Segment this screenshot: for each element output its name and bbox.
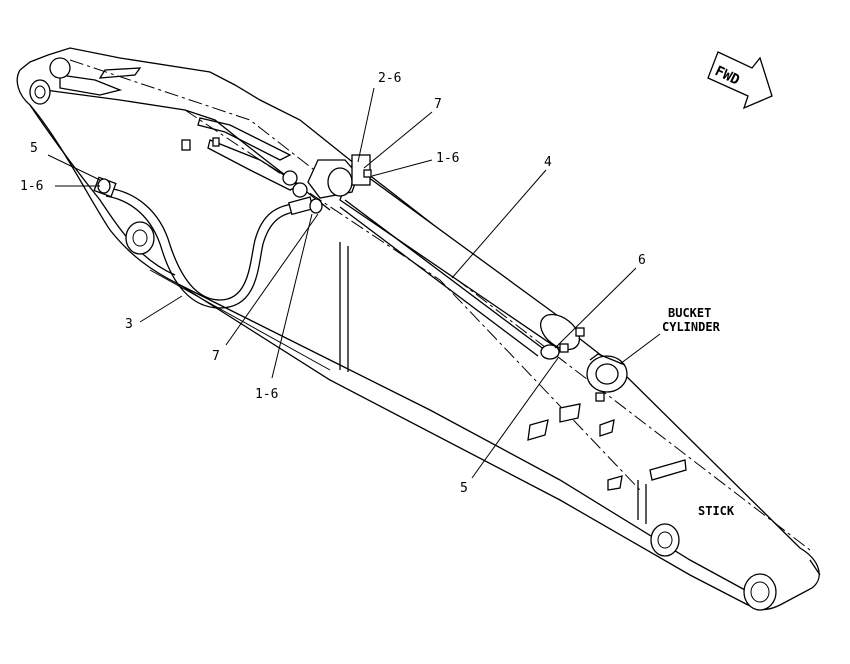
callout-2-6: 2-6 [378, 71, 401, 86]
callout-1-6-bottom: 1-6 [255, 387, 278, 402]
callout-1-6-top: 1-6 [436, 151, 459, 166]
bucket-cylinder [282, 154, 628, 402]
leader-lines [47, 87, 661, 479]
bucket-cylinder-label-line1: BUCKET [668, 306, 711, 320]
callout-4: 4 [544, 155, 552, 170]
callout-labels: 2-6 7 1-6 5 1-6 4 6 3 7 1-6 5 [20, 71, 646, 496]
callout-5-left: 5 [30, 141, 38, 156]
callout-3: 3 [125, 317, 133, 332]
hose-assembly [93, 176, 323, 309]
stick-body [16, 47, 821, 611]
callout-7-bottom: 7 [212, 349, 220, 364]
fwd-arrow-icon: FWD [707, 51, 773, 110]
callout-6: 6 [638, 253, 646, 268]
stick-label: STICK [698, 504, 735, 518]
callout-1-6-left: 1-6 [20, 179, 43, 194]
component-labels: BUCKET CYLINDER STICK [662, 306, 735, 518]
callout-7-top: 7 [434, 97, 442, 112]
callout-5-bottom: 5 [460, 481, 468, 496]
bucket-cylinder-label-line2: CYLINDER [662, 320, 721, 334]
